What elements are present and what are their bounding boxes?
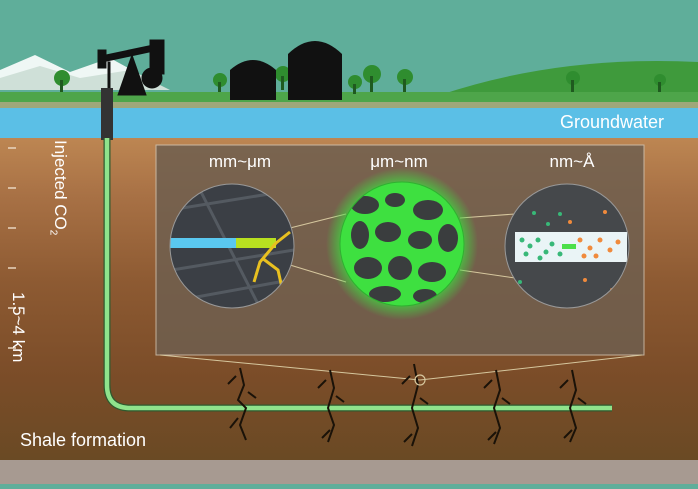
groundwater-label: Groundwater (560, 112, 665, 132)
inset-1-border (169, 183, 295, 309)
scale-label-nm-a: nm~Å (549, 152, 595, 171)
injected-co2-text: Injected CO (51, 140, 70, 230)
groundwater-layer (0, 108, 698, 138)
scale-label-mm-um: mm~μm (208, 152, 272, 171)
storage-tanks (230, 41, 342, 100)
topsoil (0, 102, 698, 110)
injection-pipe (101, 88, 612, 412)
scale-label-um-nm: μm~nm (370, 152, 428, 171)
shale-formation-label: Shale formation (20, 430, 147, 450)
depth-ticks (8, 147, 16, 349)
rock-crack-inset (170, 184, 294, 308)
depth-label: 1.5~4 km (9, 292, 28, 363)
trees (54, 65, 666, 94)
pore-network-inset (340, 182, 464, 306)
zoom-origin-marker (414, 374, 426, 386)
nanopore-inset (505, 184, 629, 308)
inset-3-border (504, 183, 630, 309)
injected-co2-label: Injected CO2 (48, 140, 70, 235)
inset-2-border (339, 181, 465, 307)
bedrock (0, 460, 698, 484)
fractures (227, 363, 587, 447)
co2-subscript: 2 (47, 229, 59, 236)
